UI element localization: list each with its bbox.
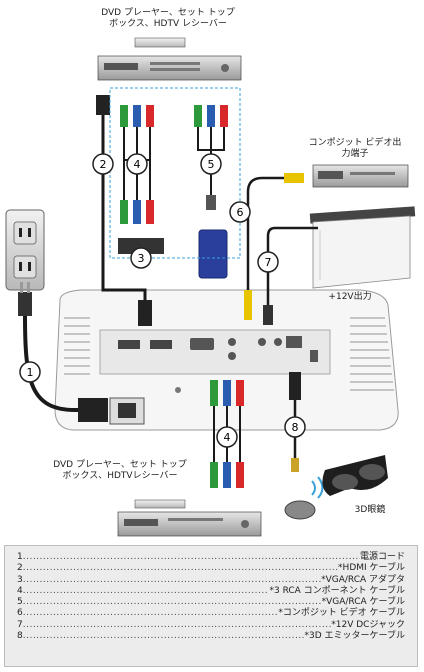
callout-7: 7	[257, 251, 279, 273]
legend-number: 6	[17, 608, 23, 619]
legend-leader-dots	[23, 586, 270, 597]
legend-number: 4	[17, 585, 23, 596]
legend-leader-dots	[23, 620, 332, 631]
component-cable-top	[118, 105, 164, 254]
legend-number: 2	[17, 563, 23, 574]
legend-row: 1 電源コード	[17, 552, 405, 563]
3d-emitter-icon	[284, 476, 324, 520]
connection-diagram: 1 2 3 4 5 6 7 4 8	[5, 37, 416, 537]
bottom-device-label: DVD プレーヤー、セット トップ ボックス、HDTVレシーバー	[53, 460, 187, 481]
legend-leader-dots	[23, 575, 321, 586]
vga-rca-cable	[194, 105, 228, 279]
callout-number: 6	[237, 206, 244, 219]
callout-number: 1	[27, 366, 34, 379]
legend-row: 6 *コンポジット ビデオ ケーブル	[17, 608, 405, 619]
hdmi-cable	[96, 95, 152, 326]
legend-number: 5	[17, 597, 23, 608]
callout-number: 7	[265, 256, 272, 269]
legend-row: 5 *VGA/RCA ケーブル	[17, 597, 405, 608]
cable-legend: 1 電源コード 2 *HDMI ケーブル 3 *VGA/RCA アダプタ 4 *3 RCA コ…	[4, 545, 418, 667]
legend-number: 8	[17, 631, 23, 642]
callout-5: 5	[200, 153, 222, 175]
callout-group: 1 2 3 4 5 6 7 4 8	[19, 153, 306, 448]
legend-text: *HDMI ケーブル	[338, 563, 405, 574]
glasses-label: 3D眼鏡	[354, 505, 386, 515]
component-cable-bottom	[210, 380, 244, 488]
callout-1: 1	[19, 361, 41, 383]
legend-row: 8 *3D エミッターケーブル	[17, 631, 405, 642]
callout-number: 4	[224, 431, 231, 444]
legend-leader-dots	[23, 631, 305, 642]
legend-number: 7	[17, 619, 23, 630]
dc-12v-cable	[263, 226, 318, 325]
legend-row: 2 *HDMI ケーブル	[17, 563, 405, 574]
composite-device-label: コンポジット ビデオ出 力端子	[308, 138, 402, 159]
callout-4: 4	[126, 153, 148, 175]
legend-text: *3D エミッターケーブル	[304, 631, 405, 642]
legend-number: 3	[17, 574, 23, 585]
legend-number: 1	[17, 552, 23, 562]
legend-text: *3 RCA コンポーネント ケーブル	[269, 585, 405, 596]
legend-text: 電源コード	[359, 552, 405, 562]
legend-row: 7 *12V DCジャック	[17, 620, 405, 631]
callout-number: 4	[134, 158, 141, 171]
composite-video-device-icon	[312, 164, 409, 188]
3d-glasses-icon	[322, 455, 388, 496]
legend-row: 4 *3 RCA コンポーネント ケーブル	[17, 586, 405, 597]
legend-leader-dots	[23, 552, 360, 563]
legend-row: 3 *VGA/RCA アダプタ	[17, 575, 405, 586]
callout-number: 8	[292, 421, 299, 434]
legend-text: *コンポジット ビデオ ケーブル	[278, 608, 405, 619]
top-device-label: DVD プレーヤー、セット トップ ボックス、HDTV レシーバー	[101, 8, 235, 29]
callout-number: 3	[138, 252, 145, 265]
dashed-group-box	[109, 87, 241, 259]
legend-leader-dots	[23, 608, 279, 619]
callout-4: 4	[216, 426, 238, 448]
legend-text: *VGA/RCA アダプタ	[321, 574, 405, 585]
legend-leader-dots	[23, 597, 322, 608]
legend-text: *12V DCジャック	[331, 619, 405, 630]
power-cord	[18, 282, 108, 422]
callout-3: 3	[130, 247, 152, 269]
callout-8: 8	[284, 416, 306, 438]
dvd-player-bottom-icon	[117, 499, 262, 537]
dvd-player-top-icon	[97, 37, 242, 81]
callout-number: 2	[100, 158, 107, 171]
callout-2: 2	[92, 153, 114, 175]
wall-outlet-icon	[5, 209, 45, 291]
legend-leader-dots	[23, 563, 338, 574]
power-12v-label: +12V出力	[328, 292, 372, 302]
projection-screen-icon	[309, 206, 416, 289]
legend-text: *VGA/RCA ケーブル	[321, 597, 405, 608]
callout-number: 5	[208, 158, 215, 171]
composite-video-cable	[244, 173, 304, 320]
callout-6: 6	[229, 201, 251, 223]
